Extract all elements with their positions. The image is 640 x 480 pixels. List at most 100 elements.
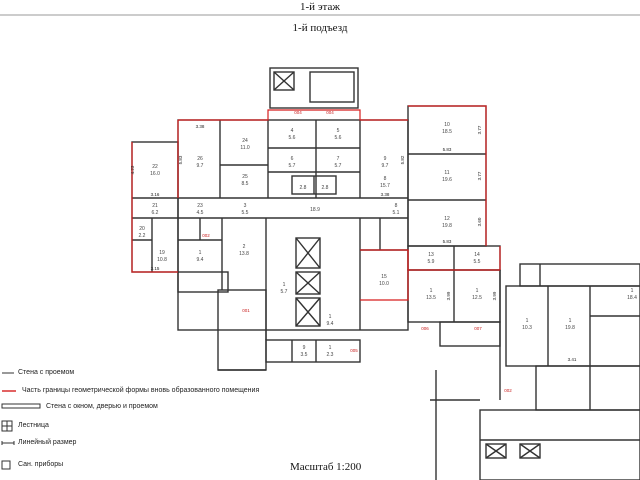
floor-title: 1-й этаж	[300, 1, 340, 13]
red-tag: 001	[242, 308, 250, 313]
room-label: 1	[430, 288, 433, 294]
room-label: 6	[291, 156, 294, 162]
room-area: 19.8	[442, 223, 452, 229]
dim-label: 3.99	[446, 291, 451, 300]
dim-label: 5.83	[178, 155, 183, 164]
red-tag: 002	[202, 233, 210, 238]
dim-label: 3.99	[492, 291, 497, 300]
room-area: 16.0	[150, 171, 160, 177]
room-area: 12.5	[472, 295, 482, 301]
room-label: 2.8	[300, 185, 307, 191]
room-label: 18.9	[310, 207, 320, 213]
room-label: 14	[474, 252, 480, 258]
room-label: 1	[476, 288, 479, 294]
room-label: 5	[337, 128, 340, 134]
dim-label: 3.38	[196, 124, 205, 129]
room-area: 11.0	[240, 145, 250, 151]
room-area: 19.6	[442, 177, 452, 183]
red-tag: 002	[504, 388, 512, 393]
room-area: 5.6	[289, 135, 296, 141]
room-area: 18.4	[627, 295, 637, 301]
room-area: 5.6	[335, 135, 342, 141]
dim-label: 3.38	[381, 192, 390, 197]
dimension-labels: 3.38 4.23 3.16 3.15 5.83 5.82 3.38 3.77 …	[130, 124, 577, 362]
legend-plumbing: Сан. приборы	[18, 461, 64, 468]
dim-label: 3.60	[477, 217, 482, 226]
room-area: 5.5	[242, 210, 249, 216]
red-tag: 005	[350, 348, 358, 353]
room-label: 2	[243, 244, 246, 250]
room-label: 26	[197, 156, 203, 162]
room-area: 5.9	[428, 259, 435, 265]
room-label: 2.8	[322, 185, 329, 191]
room-label: 1	[283, 282, 286, 288]
room-label: 4	[291, 128, 294, 134]
room-area: 13.5	[426, 295, 436, 301]
room-label: 1	[329, 345, 332, 351]
room-area: 9.7	[197, 163, 204, 169]
room-area: 2.2	[139, 233, 146, 239]
dim-label: 5.83	[443, 239, 452, 244]
room-area: 13.8	[239, 251, 249, 257]
room-label: 1	[526, 318, 529, 324]
room-area: 5.5	[474, 259, 481, 265]
room-label: 3	[244, 203, 247, 209]
dim-label: 3.16	[151, 192, 160, 197]
room-area: 2.3	[327, 352, 334, 358]
room-label: 19	[159, 250, 165, 256]
room-area: 5.7	[335, 163, 342, 169]
room-label: 23	[197, 203, 203, 209]
dim-label: 4.23	[130, 165, 135, 174]
room-label: 1	[329, 314, 332, 320]
top-stair-block	[269, 67, 359, 109]
legend-wall-window-door: Стена с окном, дверью и проемом	[46, 403, 158, 410]
walls	[131, 67, 640, 480]
room-area: 15.7	[380, 183, 390, 189]
room-label: 9	[303, 345, 306, 351]
dim-label: 5.83	[443, 147, 452, 152]
legend-wall-opening: Стена с проемом	[18, 369, 75, 376]
entrance-title: 1-й подъезд	[292, 22, 348, 34]
scale-label: Масштаб 1:200	[290, 461, 362, 473]
room-label: 20	[139, 226, 145, 232]
room-label: 9	[384, 156, 387, 162]
room-label: 22	[152, 164, 158, 170]
room-label: 15	[381, 274, 387, 280]
red-tag: 007	[474, 326, 482, 331]
room-area: 6.2	[152, 210, 159, 216]
red-boundaries	[131, 105, 501, 301]
dim-label: 3.41	[568, 357, 577, 362]
dim-label: 5.82	[400, 155, 405, 164]
room-label: 8	[395, 203, 398, 209]
room-label: 13	[428, 252, 434, 258]
room-label: 1	[631, 288, 634, 294]
legend-symbols	[1, 372, 41, 470]
room-label: 10	[444, 122, 450, 128]
main-block	[177, 119, 409, 331]
room-label: 8	[384, 176, 387, 182]
dim-label: 3.15	[151, 266, 160, 271]
room-area: 5.1	[393, 210, 400, 216]
legend-red-boundary: Часть границы геометрической формы вновь…	[22, 387, 260, 394]
room-label: 7	[337, 156, 340, 162]
room-area: 10.8	[157, 257, 167, 263]
red-tag: 004	[294, 110, 302, 115]
room-label: 11	[444, 170, 449, 176]
room-label: 21	[152, 203, 158, 209]
room-label: 12	[444, 216, 450, 222]
room-area: 4.5	[197, 210, 204, 216]
room-label: 25	[242, 174, 248, 180]
red-tags: 004 004 002 001 005 006 007 002	[202, 110, 512, 393]
dim-label: 3.77	[477, 171, 482, 180]
red-tag: 006	[421, 326, 429, 331]
room-area: 5.7	[281, 289, 288, 295]
legend-linear-dim: Линейный размер	[18, 439, 77, 446]
room-area: 9.4	[197, 257, 204, 263]
room-label: 1	[569, 318, 572, 324]
room-label: 24	[242, 138, 248, 144]
room-label: 1	[199, 250, 202, 256]
room-area: 9.4	[327, 321, 334, 327]
room-area: 9.7	[382, 163, 389, 169]
legend-stairs: Лестница	[18, 422, 49, 429]
room-area: 10.0	[379, 281, 389, 287]
